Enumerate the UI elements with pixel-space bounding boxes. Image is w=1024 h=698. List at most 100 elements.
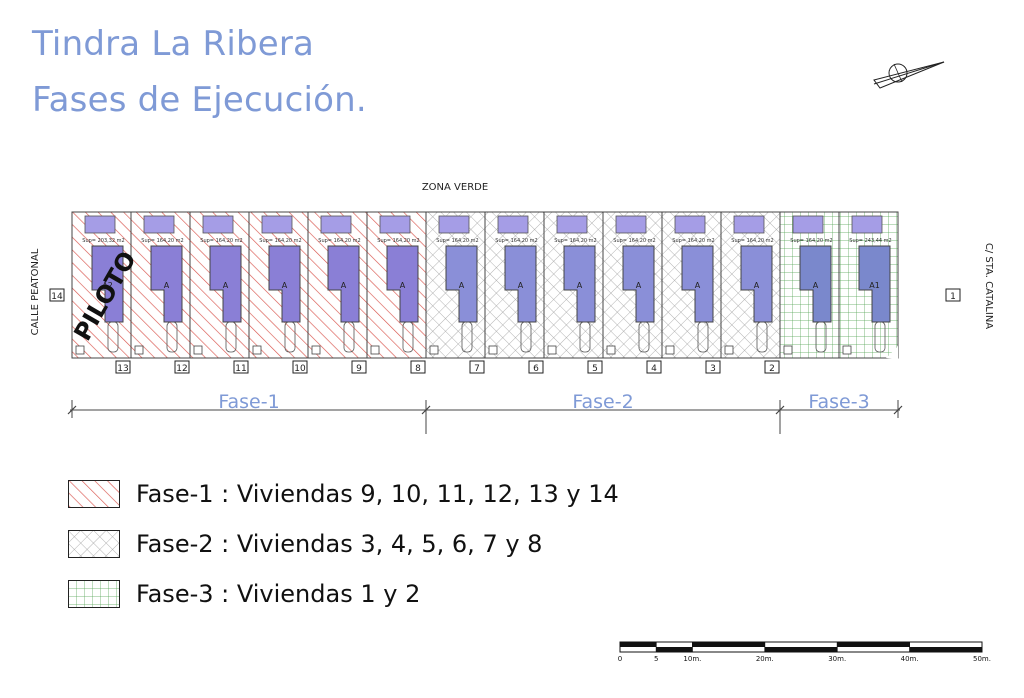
lot-number: 5 — [592, 364, 598, 374]
pool — [379, 215, 411, 234]
lot-number-box — [174, 360, 190, 374]
house-footprint — [386, 245, 419, 323]
house-footprint — [504, 245, 537, 323]
legend-swatch-fase-2 — [68, 530, 120, 558]
lot-area-label: Sup= 164,20 m2 — [377, 238, 419, 244]
scale-tick-label: 10m. — [683, 655, 701, 663]
house-footprint — [622, 245, 655, 323]
lot-type-label: A — [164, 281, 170, 290]
lot-area-label: Sup= 164,20 m2 — [141, 238, 183, 244]
lot-number-14: 14 — [51, 292, 63, 302]
lot-type-label: A2 — [102, 281, 113, 290]
car-icon — [756, 321, 768, 353]
lot-area-label: Sup= 164,20 m2 — [200, 238, 242, 244]
lot-area-label: Sup= 164,20 m2 — [613, 238, 655, 244]
lot-type-label: A — [636, 281, 642, 290]
legend-item-fase-1: Fase-1 : Viviendas 9, 10, 11, 12, 13 y 1… — [68, 478, 619, 510]
legend-item-fase-3: Fase-3 : Viviendas 1 y 2 — [68, 578, 420, 610]
lot-number: 7 — [474, 364, 480, 374]
lot-number-box — [764, 360, 780, 374]
phase-label-1: Fase-1 — [218, 391, 279, 413]
scale-segment — [837, 642, 910, 647]
lot-number: 11 — [235, 364, 246, 374]
lot-area-label: Sup= 164,20 m2 — [495, 238, 537, 244]
house-footprint — [858, 245, 891, 323]
lot-13: Sup= 164,20 m2A — [779, 211, 840, 359]
phase-label-2: Fase-2 — [572, 391, 633, 413]
lot-type-label: A — [695, 281, 701, 290]
house-footprint — [150, 245, 183, 323]
scale-segment — [764, 647, 838, 652]
house-footprint — [209, 245, 242, 323]
pool — [84, 215, 116, 234]
lot-type-label: A — [341, 281, 347, 290]
lot-number: 13 — [117, 364, 128, 374]
lot-area-label: Sup= 164,20 m2 — [672, 238, 714, 244]
car-icon — [225, 321, 237, 353]
lot-number-box — [587, 360, 603, 374]
house-footprint — [327, 245, 360, 323]
car-icon — [697, 321, 709, 353]
lot-area-label: Sup= 164,20 m2 — [554, 238, 596, 244]
pool — [556, 215, 588, 234]
lot-number: 4 — [651, 364, 657, 374]
pool — [438, 215, 470, 234]
lot-area-label: Sup= 164,20 m2 — [731, 238, 773, 244]
title-line-1: Tindra La Ribera — [32, 24, 315, 64]
scale-segment — [656, 647, 693, 652]
calle-peatonal-label: CALLE PEATONAL — [30, 248, 41, 335]
pool — [733, 215, 765, 234]
pool — [615, 215, 647, 234]
car-icon — [638, 321, 650, 353]
lot-2: Sup= 164,20 m2 A 12 — [130, 211, 191, 374]
house-footprint — [268, 245, 301, 323]
scale-tick-label: 50m. — [973, 655, 991, 663]
car-icon — [874, 321, 886, 353]
lot-11: Sup= 164,20 m2 A 3 — [661, 211, 722, 374]
legend-item-fase-2: Fase-2 : Viviendas 3, 4, 5, 6, 7 y 8 — [68, 528, 542, 560]
lot-type-label: A — [400, 281, 406, 290]
lot-area-label: Sup= 164,20 m2 — [259, 238, 301, 244]
calle-sta-catalina-label: C/ STA. CATALINA — [983, 243, 994, 329]
car-icon — [343, 321, 355, 353]
car-icon — [166, 321, 178, 353]
house-footprint — [740, 245, 773, 323]
car-icon — [815, 321, 827, 353]
phase-label-3: Fase-3 — [808, 391, 869, 413]
scale-tick-label: 30m. — [828, 655, 846, 663]
legend-text-fase-2: Fase-2 : Viviendas 3, 4, 5, 6, 7 y 8 — [136, 530, 543, 558]
lot-number: 10 — [294, 364, 306, 374]
pool — [261, 215, 293, 234]
lot-type-label: A1 — [869, 281, 880, 290]
lot-10: Sup= 164,20 m2 A 4 — [602, 211, 663, 374]
lot-area-label: Sup= 164,20 m2 — [436, 238, 478, 244]
lot-4: Sup= 164,20 m2 A 10 — [248, 211, 309, 374]
scale-tick-label: 20m. — [756, 655, 774, 663]
legend-swatch-fase-3 — [68, 580, 120, 608]
pool — [674, 215, 706, 234]
scale-tick-label: 0 — [618, 655, 622, 663]
pool — [143, 215, 175, 234]
lot-7: Sup= 164,20 m2 A 7 — [425, 211, 486, 374]
house-footprint — [91, 245, 124, 323]
lot-number: 3 — [710, 364, 716, 374]
pool — [202, 215, 234, 234]
car-icon — [520, 321, 532, 353]
lot-number: 9 — [356, 364, 362, 374]
lot-number-box — [410, 360, 426, 374]
lot-type-label: A — [282, 281, 288, 290]
lot-type-label: A — [459, 281, 465, 290]
pool — [497, 215, 529, 234]
lot-number: 12 — [176, 364, 187, 374]
lot-type-label: A — [754, 281, 760, 290]
car-icon — [402, 321, 414, 353]
lot-number-box — [469, 360, 485, 374]
